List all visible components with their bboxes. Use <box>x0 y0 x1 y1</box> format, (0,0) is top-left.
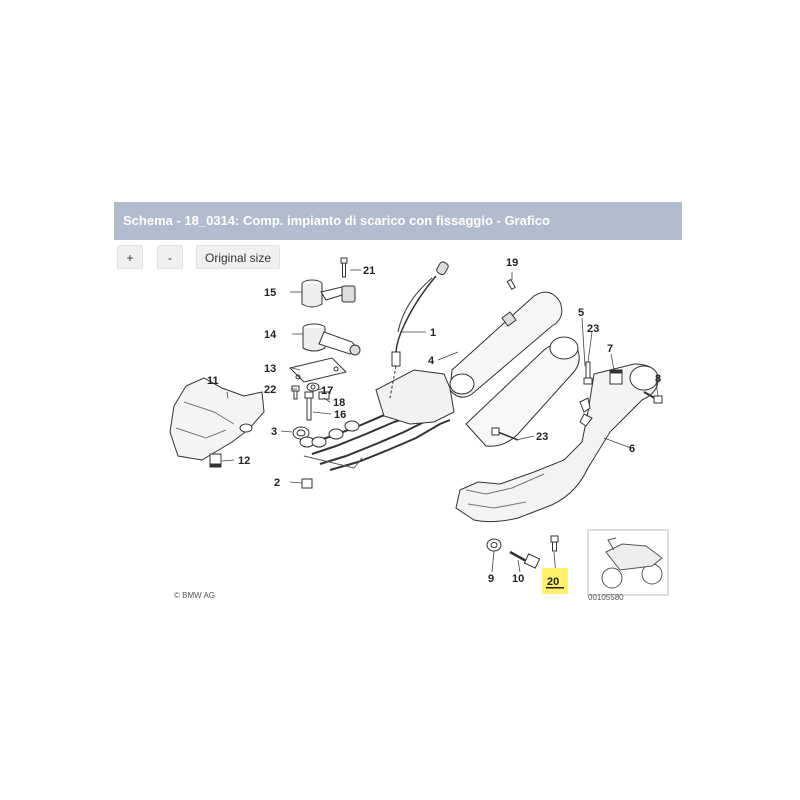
part-11-heat-shield <box>169 377 265 461</box>
exhaust-parts-diagram: 21 15 14 13 22 17 18 16 3 2 11 12 1 4 19… <box>169 257 669 600</box>
label-part-20-highlighted[interactable]: 20 <box>547 576 559 588</box>
label-part-23-lower[interactable]: 23 <box>536 431 548 443</box>
part-10-bolt <box>509 550 541 569</box>
label-part-7[interactable]: 7 <box>607 343 613 355</box>
image-code-text: 00105580 <box>588 593 624 600</box>
label-part-22[interactable]: 22 <box>264 384 276 396</box>
part-21-screw <box>340 257 348 278</box>
label-part-17[interactable]: 17 <box>321 385 333 397</box>
label-part-23-upper[interactable]: 23 <box>587 323 599 335</box>
label-part-12[interactable]: 12 <box>238 455 250 467</box>
part-2-nut <box>301 478 313 489</box>
panel-title: Schema - 18_0314: Comp. impianto di scar… <box>123 213 550 228</box>
label-part-3[interactable]: 3 <box>271 426 277 438</box>
part-22-screw <box>291 385 300 400</box>
diagram-viewer-panel: 21 15 14 13 22 17 18 16 3 2 11 12 1 4 19… <box>114 202 682 600</box>
part-13-plate <box>289 357 347 383</box>
label-part-10[interactable]: 10 <box>512 573 524 585</box>
part-14-bracket <box>302 323 361 356</box>
label-part-8[interactable]: 8 <box>655 373 661 385</box>
label-part-2[interactable]: 2 <box>274 477 280 489</box>
highlight-part-20 <box>542 568 568 594</box>
zoom-toolbar: + - Original size <box>114 245 682 271</box>
label-part-1[interactable]: 1 <box>430 327 436 339</box>
part-12-clip <box>209 453 222 468</box>
label-part-11[interactable]: 11 <box>207 375 219 387</box>
part-5-bracket <box>579 397 593 427</box>
label-part-14[interactable]: 14 <box>264 329 277 341</box>
part-4-front-muffler <box>375 291 563 425</box>
part-16-bolt <box>304 391 314 421</box>
leader-lines <box>221 269 659 577</box>
label-part-13[interactable]: 13 <box>264 363 276 375</box>
thumbnail-motorcycle-inset <box>587 529 669 596</box>
label-part-18[interactable]: 18 <box>333 397 345 409</box>
label-part-19[interactable]: 19 <box>506 257 518 269</box>
part-19-pin <box>506 278 516 291</box>
panel-title-bar: Schema - 18_0314: Comp. impianto di scar… <box>114 202 682 240</box>
label-part-5[interactable]: 5 <box>578 307 584 319</box>
part-9-washer <box>486 538 502 552</box>
label-part-21[interactable]: 21 <box>363 265 375 277</box>
zoom-out-button[interactable]: - <box>157 245 183 269</box>
part-18-nut <box>318 391 330 400</box>
underline-part-20 <box>546 587 564 589</box>
original-size-button[interactable]: Original size <box>196 245 280 269</box>
label-part-4[interactable]: 4 <box>428 355 435 367</box>
label-part-9[interactable]: 9 <box>488 573 494 585</box>
label-part-16[interactable]: 16 <box>334 409 346 421</box>
part-6-rear-muffler <box>455 336 659 523</box>
part-1-oxygen-sensor <box>389 261 449 399</box>
label-part-6[interactable]: 6 <box>629 443 635 455</box>
part-7-clip <box>609 369 623 385</box>
part-20-screw <box>550 535 559 552</box>
zoom-in-button[interactable]: + <box>117 245 143 269</box>
label-part-15[interactable]: 15 <box>264 287 276 299</box>
part-23-screw-lower <box>491 427 519 441</box>
copyright-text: © BMW AG <box>174 591 215 600</box>
part-17-nut <box>306 382 320 392</box>
part-15-bracket <box>301 279 356 308</box>
